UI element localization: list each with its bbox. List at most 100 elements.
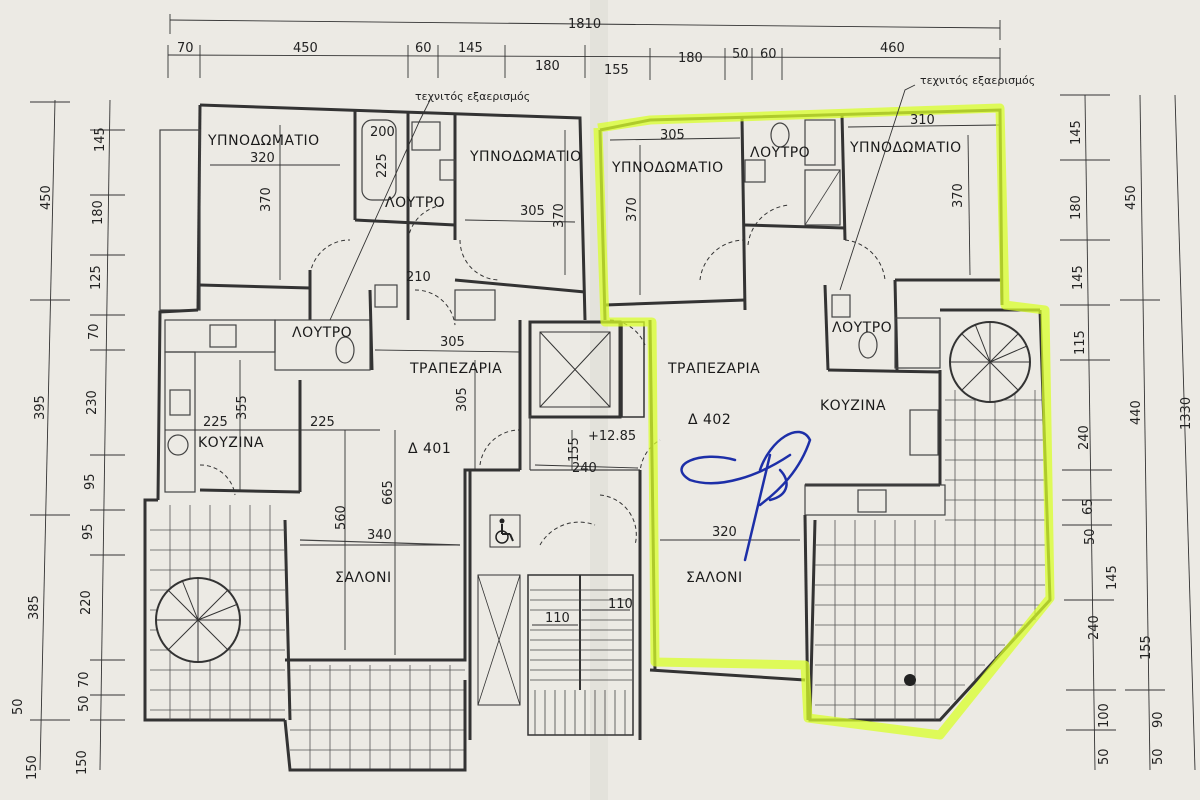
spiral-stair-icon — [949, 321, 1031, 403]
dim-right-outer-3: 90 — [1151, 711, 1166, 728]
dim-left-9: 70 — [77, 671, 92, 688]
dim-right-bedroom2-h: 370 — [951, 183, 966, 208]
dim-right-bedroom2-w: 310 — [910, 113, 935, 128]
dim-right-2: 180 — [1069, 195, 1084, 220]
dim-right-outer-4: 50 — [1151, 748, 1166, 765]
dim-left-living-w: 340 — [367, 528, 392, 543]
apartment-highlight — [593, 103, 1055, 740]
dim-top-8: 50 — [732, 47, 749, 62]
left-dimensions: 450 395 385 150 145 180 125 70 230 95 95… — [11, 99, 125, 780]
room-left-living: ΣΑΛΟΝΙ — [335, 570, 392, 586]
dim-left-living-h1: 560 — [334, 505, 349, 530]
signature-mark — [680, 430, 812, 562]
room-right-bedroom2: ΥΠΝΟΔΩΜΑΤΙΟ — [849, 140, 962, 156]
dim-right-6: 65 — [1081, 498, 1096, 515]
dim-right-total: 1330 — [1179, 397, 1194, 430]
dim-right-7: 50 — [1083, 528, 1098, 545]
dim-left-bath2-w: 210 — [406, 270, 431, 285]
dim-left-2: 180 — [91, 200, 106, 225]
labels: τεχνιτός εξαερισμός τεχνιτός εξαερισμός … — [198, 74, 1035, 626]
dim-right-3: 145 — [1071, 265, 1086, 290]
dim-left-bedroom2-h: 370 — [552, 203, 567, 228]
room-left-bath1: ΛΟΥΤΡΟ — [385, 195, 445, 211]
dim-left-outer-2: 395 — [33, 395, 48, 420]
dim-right-outer-2: 440 — [1129, 400, 1144, 425]
apartment-left-name: Δ 401 — [408, 441, 451, 457]
dim-right-outer-1: 450 — [1124, 185, 1139, 210]
dim-total: 1810 — [568, 17, 601, 32]
dim-left-bedroom1-h: 370 — [259, 187, 274, 212]
dim-right-10: 155 — [1139, 635, 1154, 660]
dim-left-10: 50 — [77, 695, 92, 712]
dim-top-3: 60 — [415, 41, 432, 56]
dim-left-bath1-w: 200 — [370, 125, 395, 140]
dim-left-bath1-h: 225 — [375, 153, 390, 178]
dim-left-3: 125 — [89, 265, 104, 290]
dim-corridor-h: 155 — [567, 437, 582, 462]
dim-corridor-w: 240 — [572, 461, 597, 476]
dim-top-10: 460 — [880, 41, 905, 56]
dim-left-living-h2: 665 — [381, 480, 396, 505]
room-left-bedroom1: ΥΠΝΟΔΩΜΑΤΙΟ — [207, 133, 320, 149]
dim-right-12: 50 — [1097, 748, 1112, 765]
top-dimensions: 1810 70 450 60 145 180 155 180 50 60 460 — [167, 14, 1001, 80]
dim-left-1: 145 — [93, 127, 108, 152]
apartment-right-name: Δ 402 — [688, 412, 731, 428]
dim-right-living-w: 320 — [712, 525, 737, 540]
dim-top-6: 155 — [604, 63, 629, 78]
room-left-bath2: ΛΟΥΤΡΟ — [292, 325, 352, 341]
dim-left-bedroom1-w: 320 — [250, 151, 275, 166]
dim-right-11: 100 — [1097, 703, 1112, 728]
dim-left-7: 95 — [81, 523, 96, 540]
room-right-bath1: ΛΟΥΤΡΟ — [750, 145, 810, 161]
spiral-stair-icon — [155, 577, 241, 663]
dim-top-2: 450 — [293, 41, 318, 56]
room-right-bedroom1: ΥΠΝΟΔΩΜΑΤΙΟ — [611, 160, 724, 176]
dim-top-1: 70 — [177, 41, 194, 56]
dim-top-5: 180 — [535, 59, 560, 74]
note-level: +12.85 — [588, 429, 636, 444]
note-ventilation-left: τεχνιτός εξαερισμός — [415, 90, 530, 103]
dim-left-outer-4: 150 — [25, 755, 40, 780]
right-dimensions: 145 180 145 115 240 65 50 145 240 155 10… — [1060, 94, 1196, 771]
dim-right-5: 240 — [1077, 425, 1092, 450]
dim-left-outer-1: 450 — [39, 185, 54, 210]
dim-left-dining-w: 305 — [440, 335, 465, 350]
room-left-dining: ΤΡΑΠΕΖΑΡΙΑ — [409, 361, 502, 377]
dim-right-4: 115 — [1073, 330, 1088, 355]
dim-top-4: 145 — [458, 41, 483, 56]
room-left-bedroom2: ΥΠΝΟΔΩΜΑΤΙΟ — [469, 149, 582, 165]
room-right-kitchen: ΚΟΥΖΙΝΑ — [820, 398, 886, 414]
dim-right-8: 145 — [1105, 565, 1120, 590]
dim-top-7: 180 — [678, 51, 703, 66]
room-left-kitchen: ΚΟΥΖΙΝΑ — [198, 435, 264, 451]
dim-left-4: 70 — [87, 323, 102, 340]
dim-top-9: 60 — [760, 47, 777, 62]
dim-left-6: 95 — [83, 473, 98, 490]
apartment-left — [143, 103, 587, 772]
dim-left-kitchen-h: 355 — [235, 395, 250, 420]
dim-right-bedroom1-w: 305 — [660, 128, 685, 143]
room-right-dining: ΤΡΑΠΕΖΑΡΙΑ — [667, 361, 760, 377]
room-right-living: ΣΑΛΟΝΙ — [686, 570, 743, 586]
note-ventilation-right: τεχνιτός εξαερισμός — [920, 74, 1035, 87]
dim-left-outer-5: 50 — [11, 698, 26, 715]
wheelchair-icon — [489, 514, 521, 548]
dim-left-outer-3: 385 — [27, 595, 42, 620]
dim-left-dining-h: 305 — [455, 387, 470, 412]
dim-left-bedroom2-w: 305 — [520, 204, 545, 219]
dim-right-bedroom1-h: 370 — [625, 197, 640, 222]
dim-left-kitchen-w2: 225 — [310, 415, 335, 430]
dim-stair-right: 110 — [608, 597, 633, 612]
dim-left-8: 220 — [79, 590, 94, 615]
dim-stair-left: 110 — [545, 611, 570, 626]
apartment-right — [593, 103, 1055, 740]
dim-left-kitchen-w1: 225 — [203, 415, 228, 430]
dim-right-9: 240 — [1087, 615, 1102, 640]
building-core — [468, 320, 645, 740]
dim-right-1: 145 — [1069, 120, 1084, 145]
dim-left-5: 230 — [85, 390, 100, 415]
room-right-bath2: ΛΟΥΤΡΟ — [832, 320, 892, 336]
dim-left-11: 150 — [75, 750, 90, 775]
